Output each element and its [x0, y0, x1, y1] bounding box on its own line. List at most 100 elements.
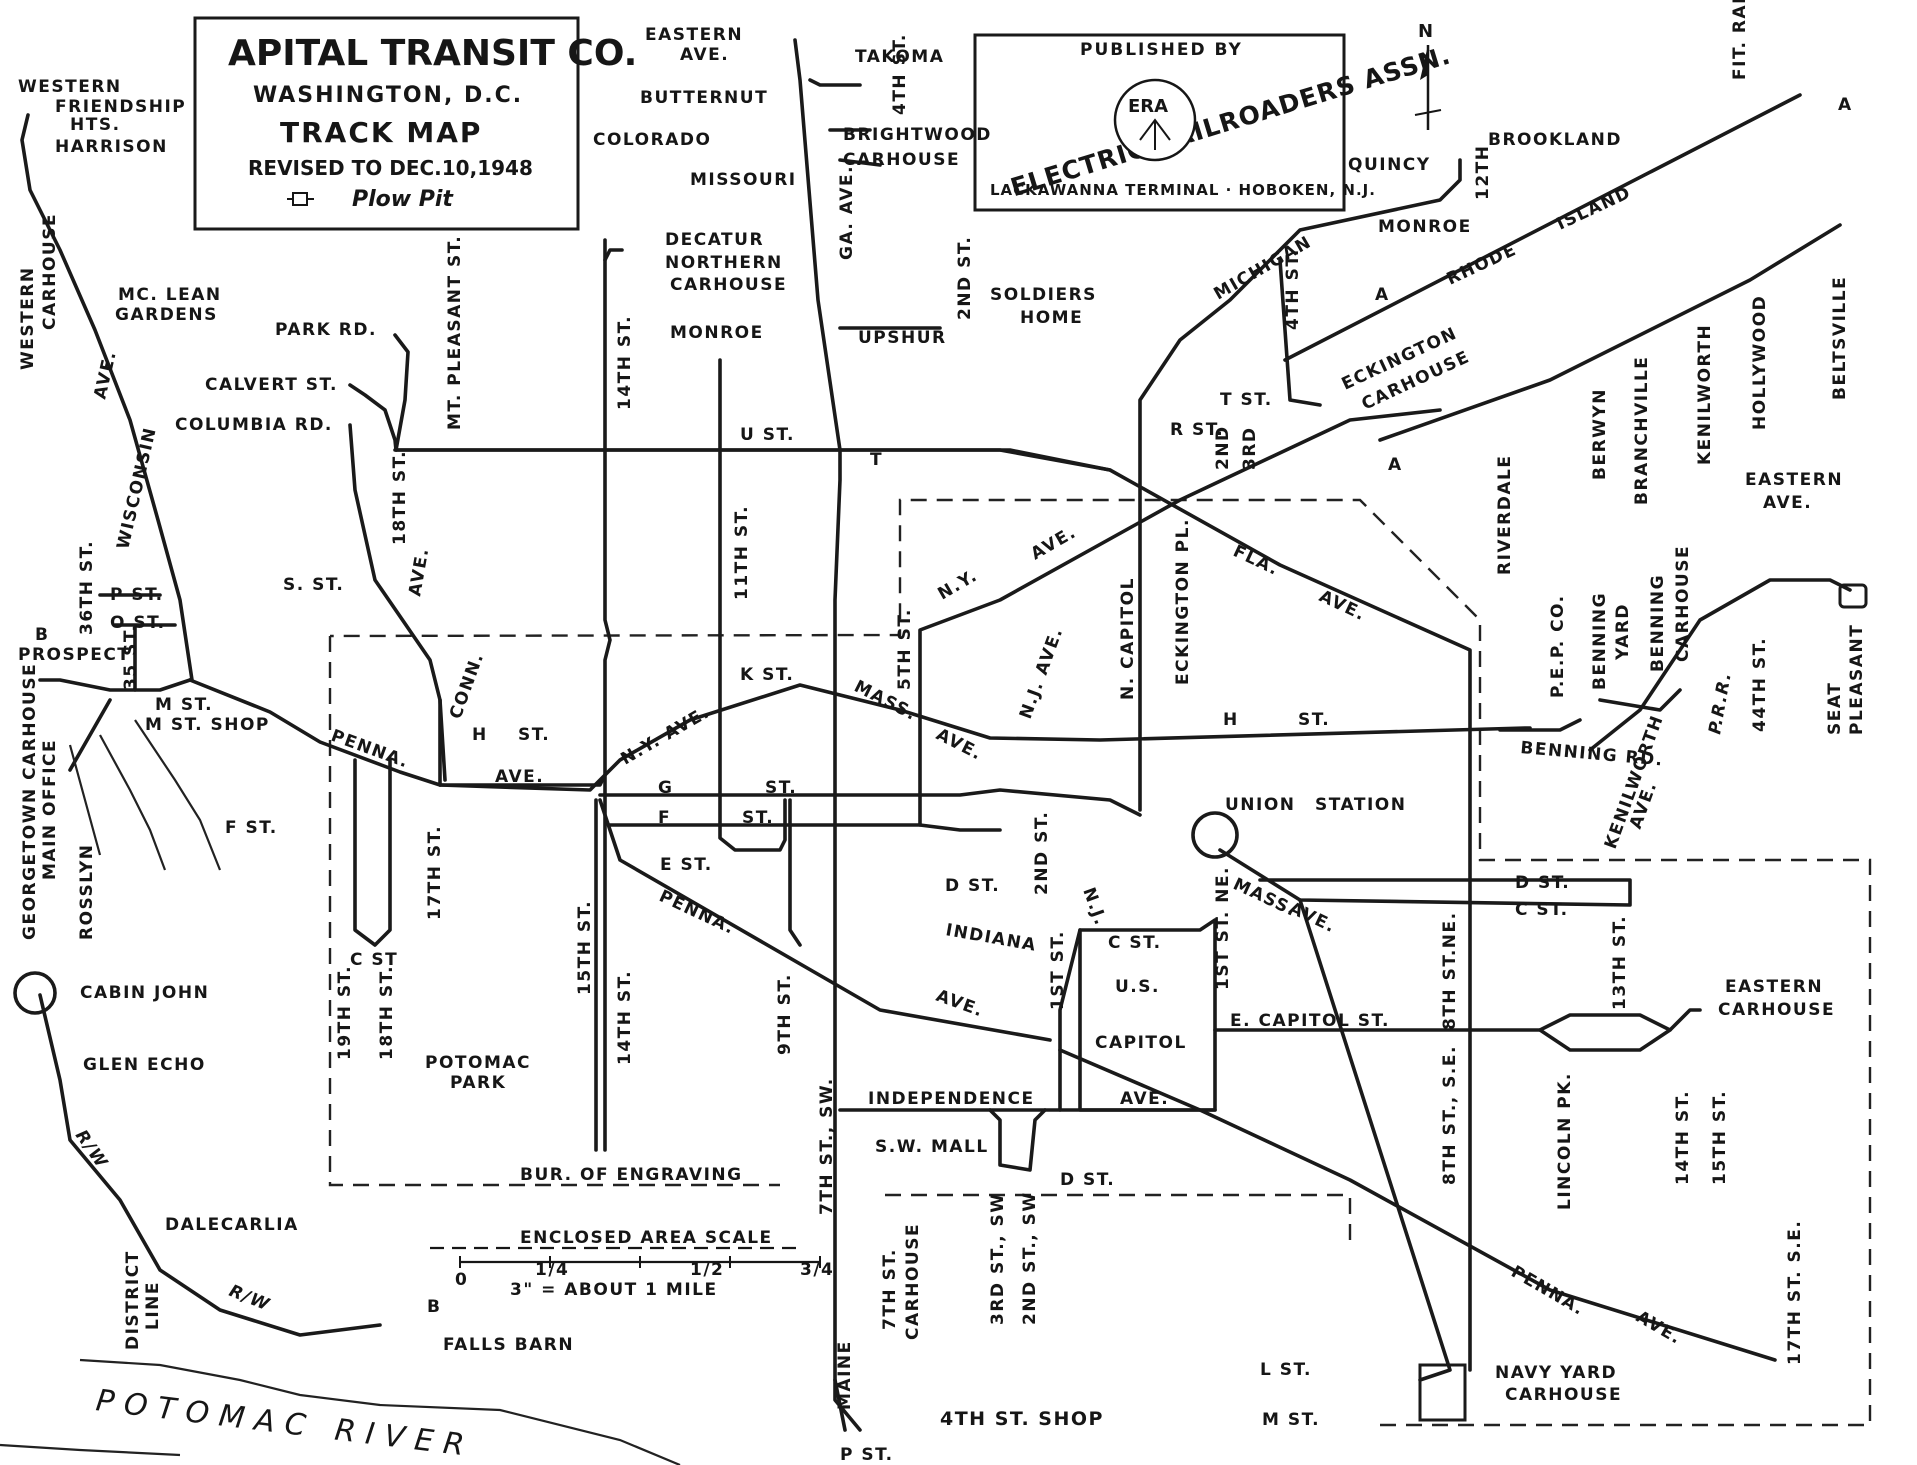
- map-label: B: [427, 1297, 441, 1317]
- map-label: WESTERN: [18, 77, 122, 97]
- map-label: S. ST.: [283, 575, 344, 595]
- map-label: N. CAPITOL: [1118, 577, 1138, 700]
- map-label: ECKINGTON PL.: [1173, 518, 1193, 685]
- company-name: APITAL TRANSIT CO.: [228, 33, 637, 74]
- map-label: 4TH ST. SHOP: [940, 1408, 1104, 1430]
- map-label: 5TH ST.: [895, 608, 915, 690]
- map-label: NAVY YARD: [1495, 1363, 1617, 1383]
- map-label: M ST. SHOP: [145, 715, 270, 735]
- map-label: 14TH ST.: [615, 315, 635, 410]
- map-label: BRANCHVILLE: [1632, 356, 1652, 505]
- map-label: ST.: [765, 778, 797, 798]
- map-label: SEAT: [1825, 682, 1845, 735]
- map-label: D ST.: [945, 876, 1000, 896]
- north-arrow-icon: N: [1414, 21, 1442, 130]
- map-label: LINE: [143, 1281, 163, 1330]
- map-label: A: [1838, 95, 1853, 115]
- map-label: 11TH ST.: [732, 505, 752, 600]
- map-label: STATION: [1315, 795, 1406, 815]
- map-label: CONN.: [446, 650, 489, 722]
- map-label: ST.: [742, 808, 774, 828]
- map-label: 1ST ST.: [1048, 930, 1068, 1010]
- map-label: E ST.: [660, 855, 713, 875]
- map-label: FIT. RAIL-ICR: [1730, 0, 1750, 80]
- map-label: 8TH ST.NE.: [1440, 911, 1460, 1030]
- map-label: 2ND ST.: [1032, 811, 1052, 895]
- map-label: N.Y. AVE.: [618, 702, 714, 769]
- seat-pleasant-terminal-icon: [1838, 583, 1868, 609]
- map-label: TAKOMA: [855, 47, 944, 67]
- map-label: CAPITOL: [1095, 1033, 1187, 1053]
- map-label: WISCONSIN: [113, 425, 161, 551]
- map-label: 17TH ST.: [425, 825, 445, 920]
- map-label: MONROE: [1378, 217, 1472, 237]
- map-label: R/W: [226, 1281, 273, 1315]
- map-label: MC. LEAN: [118, 285, 222, 305]
- map-label: C ST.: [1515, 900, 1569, 920]
- map-label: U ST.: [740, 425, 795, 445]
- map-label: AVE.: [933, 986, 986, 1022]
- map-label: A: [1388, 455, 1403, 475]
- map-label: FRIENDSHIP: [55, 97, 186, 117]
- river-label: POTOMAC RIVER: [94, 1383, 476, 1464]
- map-label: 15TH ST.: [575, 900, 595, 995]
- map-label: DALECARLIA: [165, 1215, 299, 1235]
- map-label: CARHOUSE: [40, 213, 60, 330]
- publisher-box: PUBLISHED BY ELECTRIC RAILROADERS ASSN. …: [973, 33, 1454, 212]
- map-label: GEORGETOWN CARHOUSE: [20, 663, 40, 940]
- map-label: 3RD ST., SW: [988, 1192, 1008, 1325]
- map-label: CARHOUSE: [1505, 1385, 1622, 1405]
- map-label: 7TH ST.: [880, 1248, 900, 1330]
- map-label: L ST.: [1260, 1360, 1312, 1380]
- map-label: RIVERDALE: [1495, 455, 1515, 576]
- map-label: GARDENS: [115, 305, 218, 325]
- map-label: PENNA.: [328, 726, 411, 773]
- scale-tick-3: 3/4: [800, 1260, 834, 1280]
- map-label: PROSPECT: [18, 645, 130, 665]
- map-label: DECATUR: [665, 230, 764, 250]
- map-label: T ST.: [1220, 390, 1273, 410]
- map-label: P.E.P. CO.: [1548, 594, 1568, 698]
- map-label: RHODE: [1444, 240, 1520, 290]
- map-label: 2ND ST.: [955, 236, 975, 320]
- map-label: AVE.: [1120, 1089, 1169, 1109]
- map-label: K ST.: [740, 665, 794, 685]
- map-label: F: [658, 808, 671, 828]
- map-label: 2ND ST., SW: [1020, 1191, 1040, 1325]
- map-label: F ST.: [225, 818, 278, 838]
- map-label: CARHOUSE: [1673, 545, 1693, 662]
- map-label: PARK RD.: [275, 320, 377, 340]
- map-label: HARRISON: [55, 137, 168, 157]
- map-label: CALVERT ST.: [205, 375, 338, 395]
- map-label: COLORADO: [593, 130, 711, 150]
- map-label: P ST.: [840, 1445, 894, 1465]
- map-label: ROSSLYN: [77, 844, 97, 941]
- map-label: N.J.: [1078, 885, 1110, 929]
- map-label: PENNA.: [656, 886, 738, 939]
- map-label: D ST.: [1060, 1170, 1115, 1190]
- map-label: CARHOUSE: [843, 150, 960, 170]
- map-label: M ST.: [155, 695, 213, 715]
- north-label: N: [1418, 21, 1433, 42]
- map-label: CARHOUSE: [1718, 1000, 1835, 1020]
- map-label: 3RD: [1240, 426, 1260, 470]
- map-label: 19TH ST.: [335, 965, 355, 1060]
- map-label: SOLDIERS: [990, 285, 1097, 305]
- map-label: HTS.: [70, 115, 121, 135]
- map-label: UPSHUR: [858, 328, 947, 348]
- map-label: C ST.: [1108, 933, 1162, 953]
- map-label: AVE.: [1763, 493, 1812, 513]
- map-label: GA. AVE.: [837, 165, 857, 260]
- enclosed-area-outline: [328, 498, 1872, 1427]
- map-label: S.W. MALL: [875, 1137, 989, 1157]
- map-label: BUTTERNUT: [640, 88, 768, 108]
- map-label: INDIANA: [944, 920, 1038, 956]
- map-label: E. CAPITOL ST.: [1230, 1011, 1390, 1031]
- map-label: H: [1223, 710, 1239, 730]
- map-label: PARK: [450, 1073, 506, 1093]
- map-label: 44TH ST.: [1750, 637, 1770, 732]
- scale-tick-0: 0: [455, 1270, 468, 1290]
- scale-title: ENCLOSED AREA SCALE: [520, 1228, 773, 1248]
- map-label: 13TH ST.: [1610, 915, 1630, 1010]
